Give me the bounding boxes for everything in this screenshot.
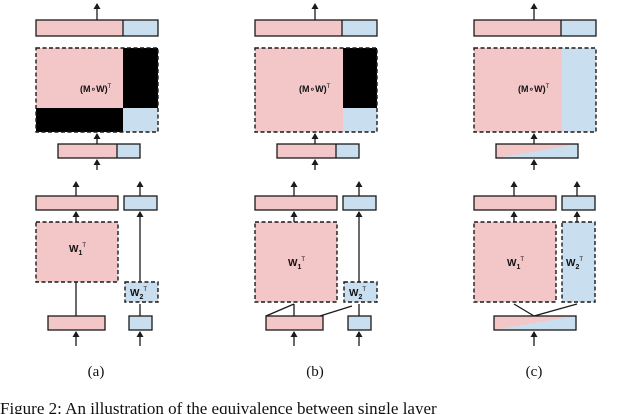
svg-text:W1T: W1T [288, 257, 305, 271]
input-vector-1 [48, 316, 105, 330]
w2-output-vector [343, 196, 376, 210]
panel-a: (M∘W)T W1T W2T [35, 3, 159, 380]
output-vector [35, 19, 159, 37]
panel-c: (M∘W)T W1T W2T [473, 3, 597, 380]
blended-input-vector [493, 315, 577, 331]
masked-product-label: (M∘W)T [518, 84, 550, 94]
output-vector [254, 19, 378, 37]
svg-text:W2T: W2T [566, 257, 583, 271]
w1-output-vector [36, 196, 118, 210]
panel-b: (M∘W)T W1T W2T [254, 3, 378, 380]
svg-text:W1T: W1T [69, 243, 86, 257]
masked-weight-matrix: (M∘W)T [35, 47, 159, 133]
masked-product-label: (M∘W)T [299, 84, 331, 94]
w2-matrix: W2T [561, 221, 596, 303]
w2-matrix: W2T [124, 281, 159, 303]
svg-text:W2T: W2T [130, 287, 147, 301]
panel-label-a: (a) [88, 364, 105, 380]
w2-matrix: W2T [343, 281, 378, 303]
w1-matrix: W1T [473, 221, 557, 303]
w1-output-vector [474, 196, 556, 210]
masked-product-label: (M∘W)T [80, 84, 112, 94]
input-vector-1 [266, 316, 323, 330]
input-vector-2 [348, 316, 371, 330]
svg-text:W1T: W1T [507, 257, 524, 271]
svg-text:W2T: W2T [349, 287, 366, 301]
concat-vector [57, 143, 141, 159]
output-vector [473, 19, 597, 37]
w1-output-vector [255, 196, 337, 210]
input-vector-2 [129, 316, 152, 330]
masked-weight-matrix: (M∘W)T [473, 47, 597, 133]
figure-caption: Figure 2: An illustration of the equival… [0, 399, 437, 414]
panel-label-b: (b) [306, 364, 324, 380]
blended-concat-vector [495, 143, 579, 159]
panel-label-c: (c) [526, 364, 543, 380]
masked-weight-matrix: (M∘W)T [254, 47, 378, 133]
w2-output-vector [562, 196, 595, 210]
concat-vector [276, 143, 360, 159]
w1-matrix: W1T [35, 221, 119, 283]
w2-output-vector [124, 196, 157, 210]
w1-matrix: W1T [254, 221, 338, 303]
